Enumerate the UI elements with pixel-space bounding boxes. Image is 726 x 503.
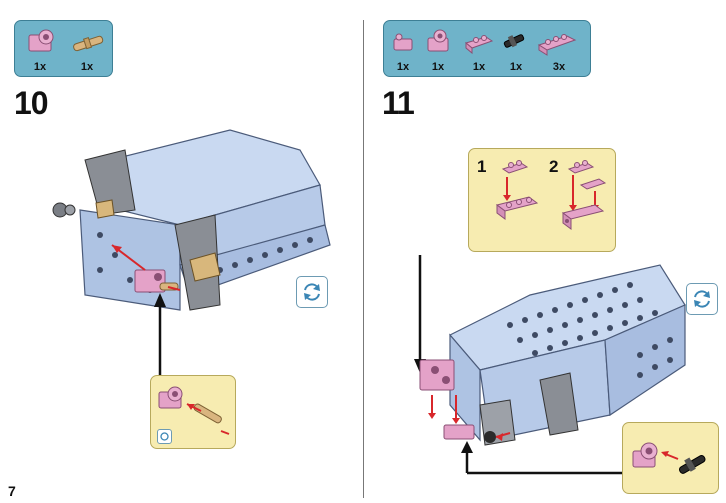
pink-pin-connector-icon [28, 29, 54, 52]
substep-number: 2 [549, 157, 559, 176]
pink-pin-connector-icon [427, 29, 449, 52]
rotate-model-icon [686, 283, 718, 315]
rotate-mini-icon [157, 429, 172, 444]
pink-plate-1x2-icon [464, 35, 494, 55]
step10-parts-box: 1x 1x [14, 20, 113, 77]
rotate-model-icon [296, 276, 328, 308]
substep-illustrations [495, 160, 607, 230]
part-qty: 1x [396, 61, 410, 73]
part-qty: 1x [472, 61, 486, 73]
step11-parts-icons [393, 29, 577, 56]
part-qty: 1x [33, 61, 47, 73]
step11-substep-callout: 1 2 [468, 148, 616, 252]
step-number: 11 [382, 85, 415, 121]
step-number: 10 [14, 85, 49, 121]
step10-model-illustration [52, 129, 331, 377]
part-qty: 1x [80, 61, 94, 73]
step-divider [363, 20, 364, 498]
part-qty: 1x [509, 61, 523, 73]
page-number: 7 [8, 483, 16, 499]
tan-axle-pin-icon [73, 35, 104, 52]
step11-parts-box: 1x 1x 1x 1x 3x [383, 20, 591, 77]
black-axle-pin-icon [503, 34, 525, 48]
step10-callout [150, 375, 236, 449]
step10-parts-icons [28, 29, 104, 52]
part-qty: 3x [552, 61, 566, 73]
step11-detail-callout [622, 422, 719, 494]
pink-plate-clip-icon [393, 33, 413, 51]
substep-number: 1 [477, 157, 487, 176]
part-qty: 1x [431, 61, 445, 73]
callout-pointer [418, 255, 422, 365]
pink-plate-1x3-icon [537, 34, 577, 56]
pink-connector-assembly [419, 359, 455, 391]
step11-model-illustration [414, 255, 686, 475]
